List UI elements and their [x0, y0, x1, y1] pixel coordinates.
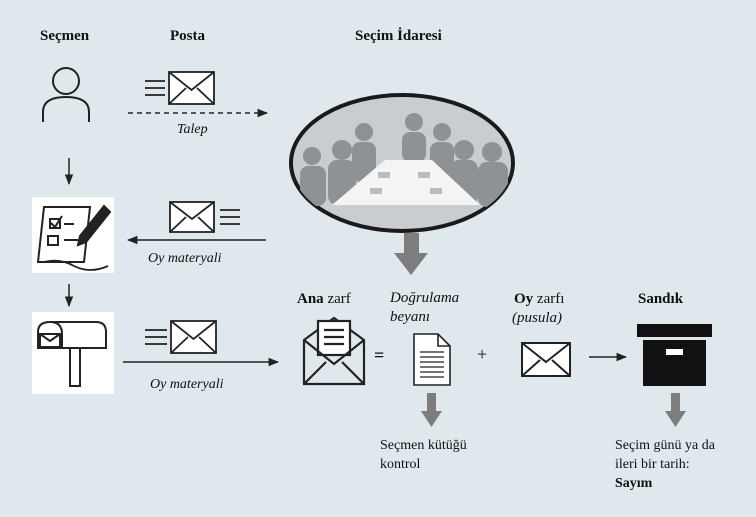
ballot-envelope-label-bold: Oy — [514, 291, 534, 307]
voter-heading: Seçmen — [40, 28, 90, 44]
ballot-box-icon — [637, 324, 712, 386]
ballot-box-label: Sandık — [638, 291, 684, 307]
document-icon — [413, 333, 451, 386]
outer-envelope-label-rest: zarf — [323, 291, 351, 307]
box-down-arrow — [665, 393, 686, 427]
mailbox-icon — [37, 321, 107, 387]
ballot-form-icon — [36, 204, 112, 271]
register-check-line2: kontrol — [380, 457, 421, 472]
plus-sign: + — [477, 344, 488, 364]
count-line3: Sayım — [615, 476, 653, 491]
materials-label-bottom: Oy materyali — [150, 377, 224, 392]
verification-label-line2: beyanı — [390, 309, 430, 325]
ballot-envelope-paren: (pusula) — [512, 310, 562, 326]
register-check-line1: Seçmen kütüğü — [380, 438, 467, 453]
meeting-table-icon — [289, 93, 515, 233]
verification-label-line1: Doğrulama — [390, 290, 460, 306]
mail-heading: Posta — [170, 28, 205, 44]
count-line1: Seçim günü ya da — [615, 438, 715, 453]
person-icon — [42, 67, 90, 122]
outer-envelope-label-bold: Ana — [297, 291, 324, 307]
materials-label-top: Oy materyali — [148, 251, 222, 266]
envelope-icon — [145, 71, 215, 105]
ballot-envelope-label-rest: zarfı — [533, 291, 565, 307]
open-envelope-icon — [302, 316, 366, 386]
envelope-icon — [521, 342, 571, 377]
equals-sign: = — [374, 345, 385, 365]
count-line2: ileri bir tarih: — [615, 457, 690, 472]
mailbox-tile — [32, 312, 114, 394]
outer-envelope-label: Ana zarf — [297, 290, 351, 308]
ballot-envelope-label: Oy zarfı — [514, 290, 564, 308]
document-down-arrow — [421, 393, 442, 427]
admin-down-arrow — [394, 233, 428, 275]
envelope-icon — [169, 201, 240, 233]
admin-heading: Seçim İdaresi — [355, 28, 442, 44]
envelope-icon — [145, 320, 217, 354]
request-label: Talep — [177, 122, 208, 137]
